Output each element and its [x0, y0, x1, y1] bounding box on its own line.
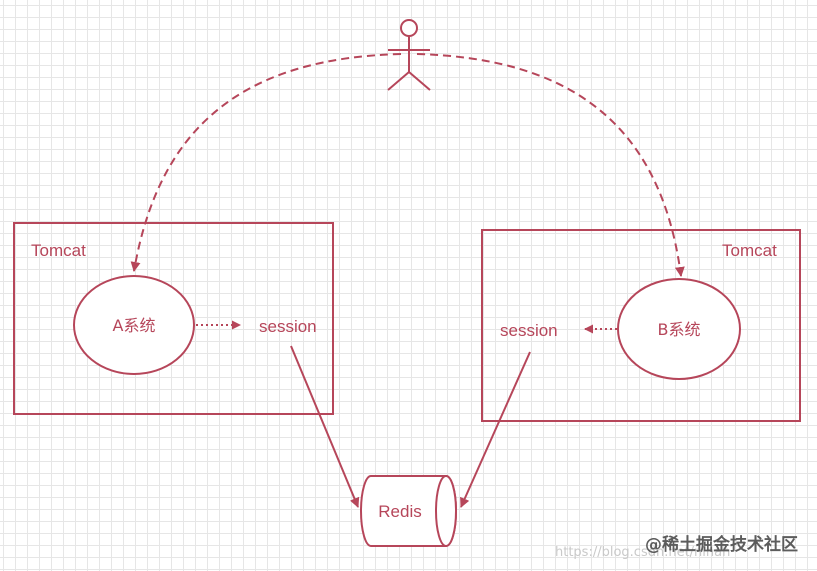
tomcat-label-right: Tomcat — [722, 241, 777, 260]
user-to-system-a-curve — [130, 53, 402, 272]
redis-label: Redis — [378, 502, 421, 521]
tomcat-container-left — [13, 222, 334, 415]
system-a-node — [73, 275, 195, 375]
system-a-label: A系统 — [113, 316, 156, 335]
user-to-system-b-curve — [416, 53, 685, 277]
user-stick-figure-icon — [387, 19, 431, 91]
system-b-node — [617, 278, 741, 380]
session-label-left: session — [259, 317, 317, 336]
tomcat-container-right — [481, 229, 801, 422]
arrow-session-right-to-redis — [460, 351, 531, 508]
watermark-url: https://blog.csdn.net/ninan — [555, 545, 730, 560]
arrow-session-left-to-redis — [290, 345, 360, 508]
system-b-label: B系统 — [658, 320, 701, 339]
watermark-brand: @稀土掘金技术社区 — [645, 534, 798, 555]
redis-node — [360, 475, 457, 547]
session-label-right: session — [500, 321, 558, 340]
tomcat-label-left: Tomcat — [31, 241, 86, 260]
